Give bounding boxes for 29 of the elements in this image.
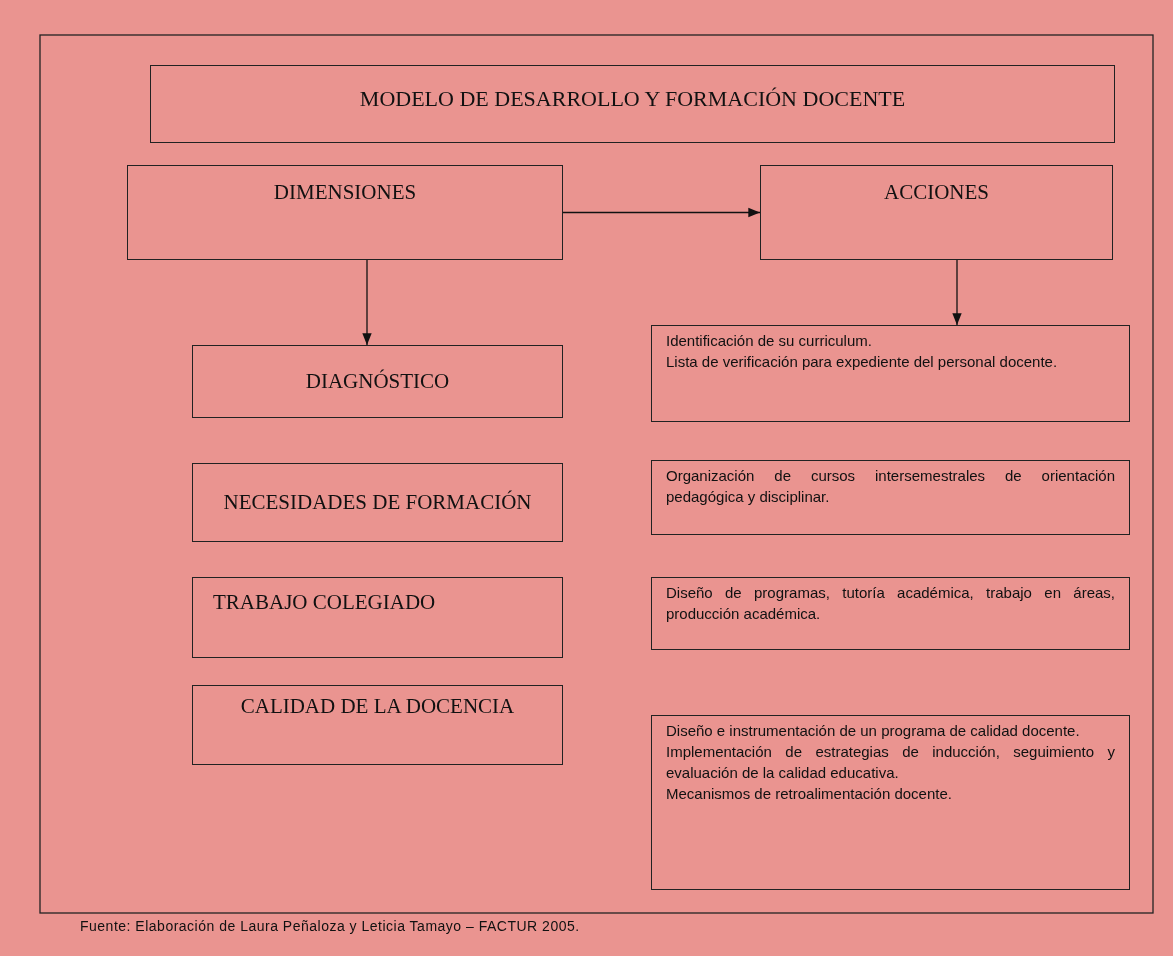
box-text: Mecanismos de retroalimentación docente.	[666, 784, 953, 804]
box-text: Identificación de su curriculum.	[666, 331, 873, 351]
arrow	[952, 259, 962, 326]
box-title: ACCIONES	[883, 180, 990, 205]
process-box	[150, 65, 1115, 143]
box-title: DIMENSIONES	[272, 180, 418, 205]
box-text: Organización de cursos intersemestrales de orientación pedagógica y disciplinar.	[666, 466, 1115, 507]
process-box	[192, 685, 563, 765]
text-box	[651, 715, 1130, 890]
process-box	[127, 165, 563, 260]
box-title: NECESIDADES DE FORMACIÓN	[222, 490, 533, 515]
process-box	[192, 577, 563, 658]
text-box	[651, 577, 1130, 650]
process-box	[760, 165, 1113, 260]
box-title: DIAGNÓSTICO	[304, 369, 451, 394]
box-title: CALIDAD DE LA DOCENCIA	[239, 694, 516, 719]
box-text: Implementación de estrategias de inducción, seguimiento y evaluación de la calidad educativa.	[666, 742, 1115, 783]
box-text: Lista de verificación para expediente del personal docente.	[666, 352, 1059, 372]
process-box	[192, 463, 563, 542]
arrow	[362, 259, 372, 346]
text-box	[651, 460, 1130, 535]
arrow	[562, 207, 761, 218]
process-box	[192, 345, 563, 418]
box-text: Diseño de programas, tutoría académica, trabajo en áreas, producción académica.	[666, 583, 1115, 624]
box-title: TRABAJO COLEGIADO	[213, 590, 437, 615]
caption: Fuente: Elaboración de Laura Peñaloza y Leticia Tamayo – FACTUR 2005.	[80, 918, 580, 934]
box-title: MODELO DE DESARROLLO Y FORMACIÓN DOCENTE	[358, 86, 907, 112]
text-box	[651, 325, 1130, 422]
box-text: Diseño e instrumentación de un programa de calidad docente.	[666, 721, 1081, 741]
